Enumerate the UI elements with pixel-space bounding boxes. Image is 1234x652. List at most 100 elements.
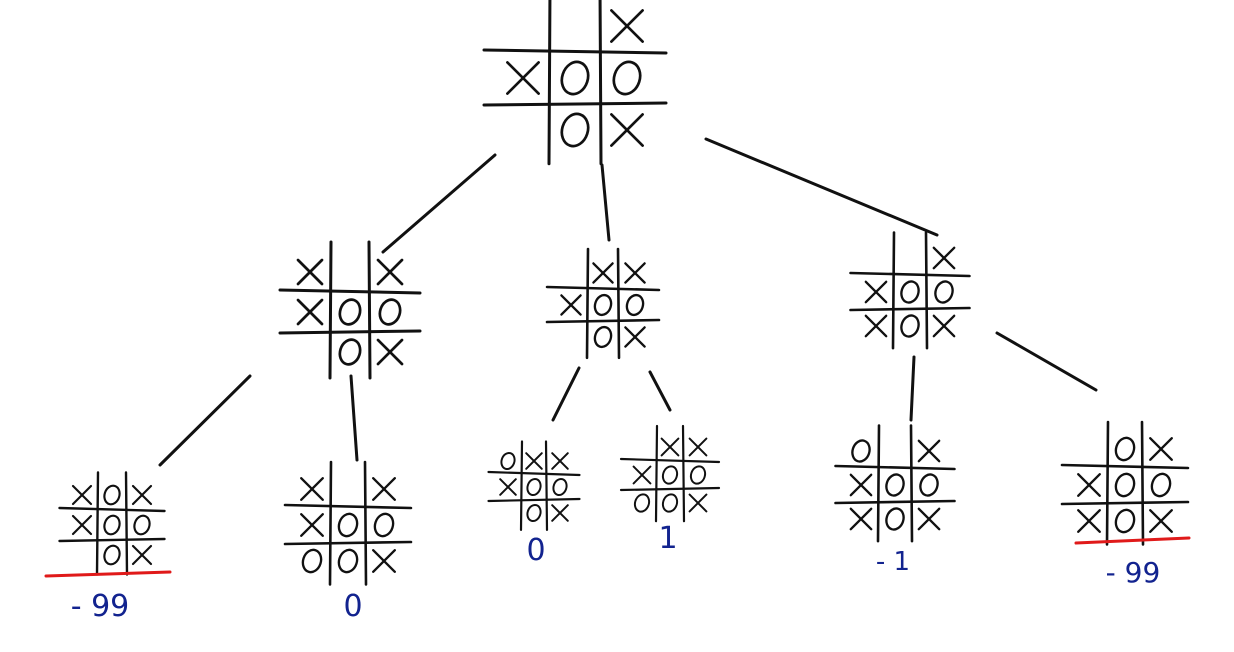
x-mark: [932, 314, 956, 338]
o-mark: [338, 338, 362, 366]
tree-edges: [158, 137, 1098, 467]
o-mark: [885, 507, 905, 531]
x-mark: [917, 439, 941, 463]
x-mark: [525, 452, 543, 470]
x-mark: [932, 246, 956, 270]
x-mark: [71, 484, 93, 506]
board-grid: [482, 0, 668, 166]
o-mark: [689, 465, 707, 485]
o-mark: [1150, 472, 1172, 498]
o-mark: [593, 325, 613, 349]
board-a2: [283, 460, 413, 586]
o-mark: [593, 293, 613, 317]
o-mark: [301, 548, 323, 574]
x-mark: [131, 544, 153, 566]
x-mark: [376, 338, 404, 366]
underline-a1: [44, 570, 172, 578]
x-mark: [849, 507, 873, 531]
board-grid: [619, 424, 721, 523]
o-mark: [337, 548, 359, 574]
o-mark: [900, 314, 920, 338]
board-b2: [619, 424, 721, 523]
board-a: [278, 240, 422, 380]
board-c: [849, 231, 971, 350]
score-labels: - 99 0 0 1 - 1 - 99: [71, 521, 1161, 624]
x-mark: [300, 513, 324, 537]
o-mark: [378, 298, 402, 326]
board-c2: [1060, 420, 1190, 546]
o-mark: [612, 60, 642, 96]
highlight-underlines: [44, 536, 1191, 578]
x-mark: [372, 549, 396, 573]
score-a1: - 99: [71, 589, 130, 624]
board-b: [545, 247, 661, 360]
x-mark: [1149, 437, 1173, 461]
board-grid: [487, 440, 581, 532]
score-b1: 0: [526, 533, 545, 568]
o-mark: [500, 451, 516, 471]
o-mark: [103, 484, 121, 506]
o-mark: [133, 514, 151, 536]
o-mark: [885, 473, 905, 497]
board-grid: [58, 471, 166, 576]
o-mark: [633, 493, 651, 513]
o-mark: [1114, 472, 1136, 498]
o-mark: [337, 512, 359, 538]
x-mark: [551, 504, 569, 522]
o-mark: [552, 477, 568, 497]
board-grid: [834, 424, 956, 543]
x-mark: [592, 262, 614, 284]
board-grid: [1060, 420, 1190, 546]
edge-root-c: [704, 137, 939, 237]
x-mark: [688, 493, 708, 513]
x-mark: [864, 280, 888, 304]
x-mark: [864, 314, 888, 338]
x-mark: [499, 478, 517, 496]
x-mark: [300, 477, 324, 501]
x-mark: [849, 473, 873, 497]
board-grid: [545, 247, 661, 360]
x-mark: [610, 113, 644, 147]
o-mark: [919, 473, 939, 497]
edge-b-b1: [551, 366, 581, 422]
x-mark: [624, 326, 646, 348]
x-mark: [372, 477, 396, 501]
o-mark: [625, 293, 645, 317]
x-mark: [632, 465, 652, 485]
x-mark: [1077, 509, 1101, 533]
o-mark: [900, 280, 920, 304]
score-b2: 1: [658, 521, 677, 556]
edge-a-a1: [158, 374, 252, 467]
score-c2: - 99: [1106, 556, 1161, 589]
score-a2: 0: [343, 589, 362, 624]
x-mark: [560, 294, 582, 316]
board-grid: [849, 231, 971, 350]
o-mark: [1114, 508, 1136, 534]
o-mark: [661, 465, 679, 485]
board-root: [482, 0, 668, 166]
x-mark: [1149, 509, 1173, 533]
edge-c-c2: [995, 331, 1098, 392]
edge-root-b: [600, 163, 611, 242]
o-mark: [103, 514, 121, 536]
x-mark: [296, 258, 324, 286]
o-mark: [560, 60, 590, 96]
edge-a-a2: [349, 374, 359, 462]
x-mark: [376, 258, 404, 286]
o-mark: [661, 493, 679, 513]
x-mark: [610, 9, 644, 43]
o-mark: [103, 544, 121, 566]
board-b1: [487, 440, 581, 532]
edge-b-b2: [648, 370, 672, 412]
underline-c2: [1074, 536, 1191, 545]
o-mark: [526, 503, 542, 523]
score-c1: - 1: [876, 547, 910, 577]
o-mark: [338, 298, 362, 326]
x-mark: [688, 437, 708, 457]
edge-root-a: [381, 153, 497, 254]
x-mark: [917, 507, 941, 531]
o-mark: [851, 439, 871, 463]
x-mark: [131, 484, 153, 506]
x-mark: [1077, 473, 1101, 497]
